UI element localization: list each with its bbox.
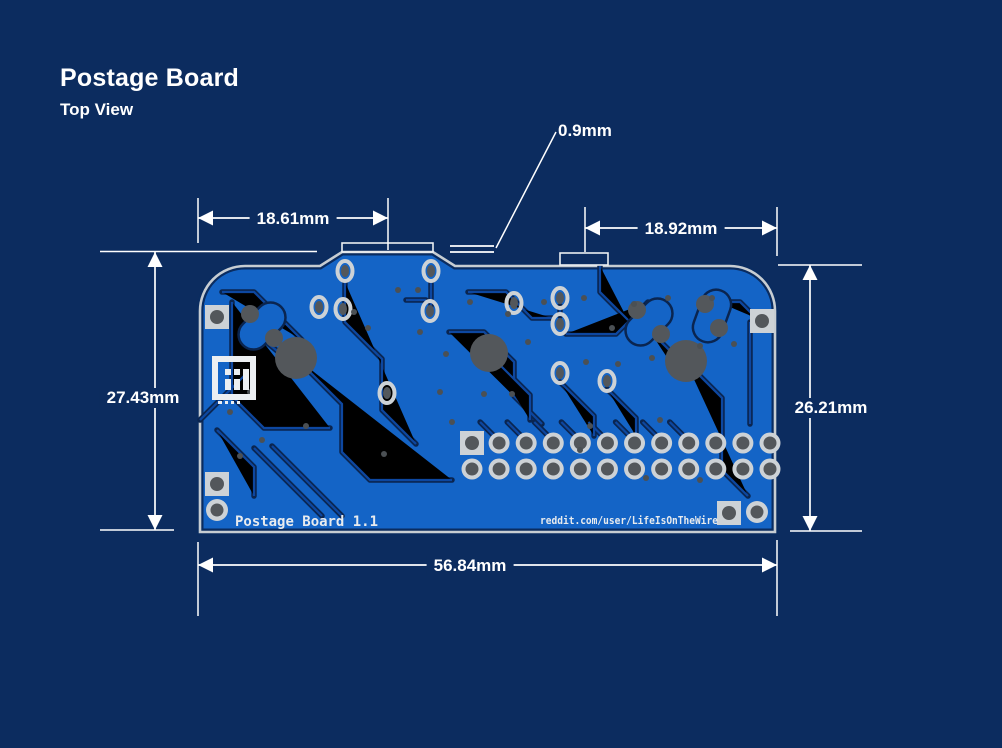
right-connector-outline — [559, 252, 609, 266]
dim-label-right-span: 18.92mm — [637, 219, 725, 239]
dim-label-board-width: 56.84mm — [426, 556, 514, 576]
lifeisonthewire-logo — [212, 356, 256, 404]
silkscreen-credit: reddit.com/user/LifeIsOnTheWire — [540, 514, 718, 527]
dim-label-connector-gap: 0.9mm — [558, 121, 612, 140]
pcb-board: Postage Board 1.1 reddit.com/user/LifeIs… — [196, 242, 781, 536]
silkscreen-board-label: Postage Board 1.1 — [235, 514, 378, 530]
leader-line — [495, 131, 557, 249]
dim-label-board-height: 26.21mm — [787, 398, 875, 418]
vias — [227, 287, 737, 483]
header-pin-rows — [460, 431, 781, 480]
silkscreen-layer: Postage Board 1.1 reddit.com/user/LifeIs… — [212, 356, 718, 530]
dim-label-tab-width: 18.61mm — [249, 209, 337, 229]
dim-label-overall-height: 27.43mm — [99, 388, 187, 408]
page-title: Postage Board — [60, 64, 240, 92]
page-subtitle: Top View — [60, 100, 134, 119]
board-outline — [198, 250, 777, 534]
